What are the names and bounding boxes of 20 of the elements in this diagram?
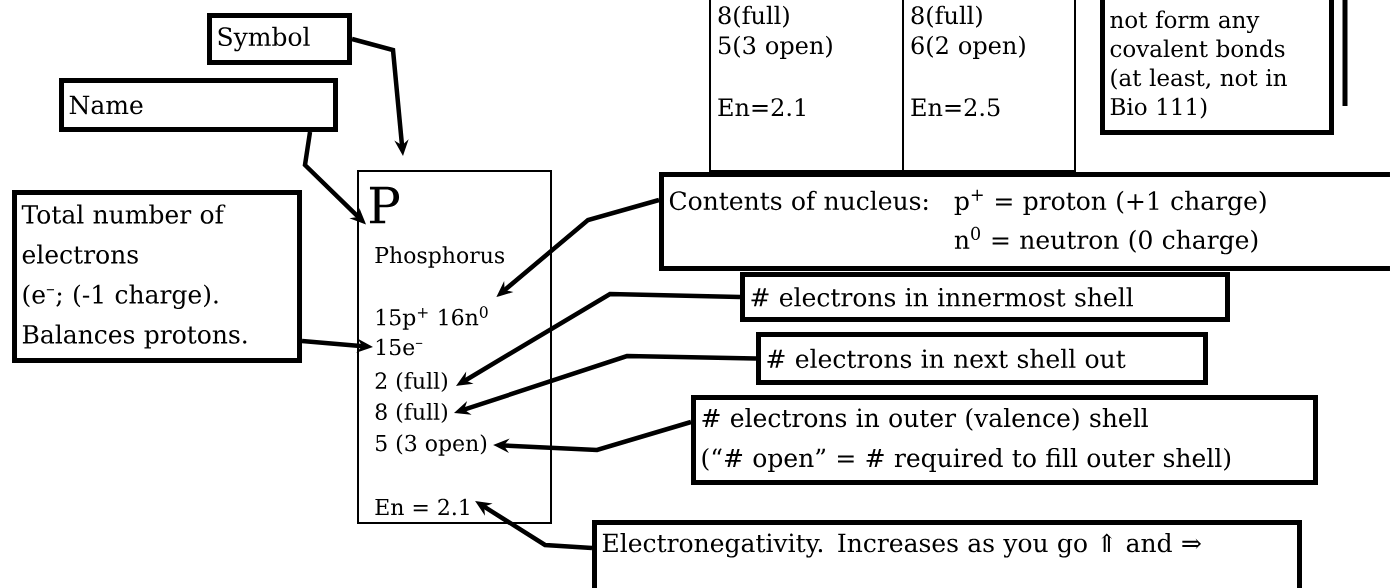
callout-box: Contents of nucleus: p$^{+}$ = proton (+1 charge) n$^{0}$ = neutron (0 charge) xyxy=(659,172,1390,271)
table-cell: 8(full) 5(3 open) En=2.1 xyxy=(709,0,904,172)
callout-box: Name xyxy=(59,78,338,132)
tile-text: 8 (full) xyxy=(375,402,447,424)
callout-box: Total number of electrons (e$^{–}$; (-1 charge). Balances protons. xyxy=(12,190,302,363)
callout-box: Electronegativity. Increases as you go ⇑ and ⇒ xyxy=(592,520,1302,588)
element-symbol: P xyxy=(369,186,400,224)
callout-box: Symbol xyxy=(207,13,352,65)
callout-box: # electrons in innermost shell xyxy=(740,272,1230,322)
tile-text: 15e$^{–}$ xyxy=(376,338,423,356)
tile-text: 15p$^{+}$ 16n$^{0}$ xyxy=(376,306,488,330)
tile-text: Phosphorus xyxy=(375,246,505,268)
element-tile xyxy=(357,170,552,524)
callout-box: # electrons in outer (valence) shell (“# open” = # required to fill outer shell) xyxy=(691,395,1318,485)
callout-box: not form any covalent bonds (at least, not in Bio 111) xyxy=(1100,0,1334,135)
table-cell: 8(full) 6(2 open) En=2.5 xyxy=(902,0,1076,172)
tile-text: En = 2.1 xyxy=(375,498,469,516)
callout-box: # electrons in next shell out xyxy=(756,332,1208,385)
tile-text: 2 (full) xyxy=(375,371,447,393)
tile-text: 5 (3 open) xyxy=(376,434,487,456)
